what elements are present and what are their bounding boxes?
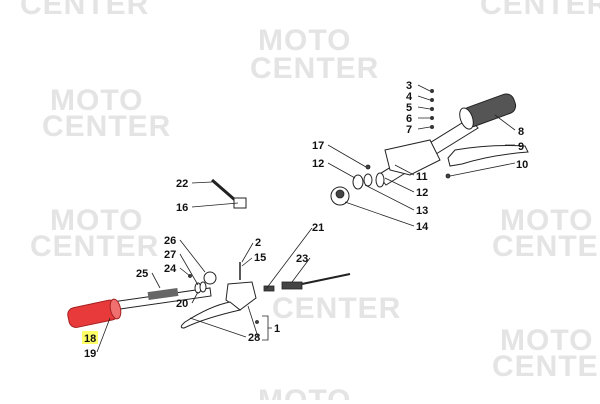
clutch-lever: [180, 301, 242, 329]
part-label-6: 6: [406, 113, 412, 125]
part-labels: 3 4 5 6 7 8 9 10 11 12 13 14 17 12 22 16…: [82, 80, 528, 360]
part-label-7: 7: [406, 124, 412, 136]
part-label-24: 24: [164, 263, 177, 275]
part-label-3: 3: [406, 80, 412, 92]
svg-text:CENTER: CENTER: [272, 292, 401, 325]
switch-housing: [384, 139, 441, 176]
grip-right: [459, 93, 517, 130]
part-label-20: 20: [176, 298, 188, 310]
part-label-12: 12: [312, 158, 324, 170]
part-label-2: 2: [255, 237, 261, 249]
lever-bracket: [225, 281, 257, 311]
svg-text:MOTO: MOTO: [258, 24, 351, 57]
part-label-26: 26: [164, 235, 176, 247]
part-label-28: 28: [248, 332, 260, 344]
part-label-15: 15: [254, 252, 266, 264]
part-label-4: 4: [406, 91, 413, 103]
svg-text:MOTO: MOTO: [500, 324, 593, 357]
selected-part-highlight: [82, 331, 98, 344]
svg-text:CENTER: CENTER: [42, 110, 171, 143]
grip-left-highlighted: [67, 298, 122, 328]
front-brake-lever: [447, 145, 529, 167]
part-label-5: 5: [406, 102, 412, 114]
part-label-18: 18: [84, 333, 96, 345]
svg-text:CENTER: CENTER: [250, 52, 379, 85]
part-label-25: 25: [136, 268, 148, 280]
left-handlebar-assembly: [67, 262, 351, 329]
part-label-22: 22: [176, 178, 188, 190]
part-label-11: 11: [416, 171, 428, 183]
part-label-21: 21: [312, 222, 324, 234]
part-label-17: 17: [312, 140, 324, 152]
part-label-13: 13: [416, 205, 428, 217]
part-label-12: 12: [416, 187, 428, 199]
svg-text:CENTER: CENTER: [480, 0, 600, 21]
svg-text:MOTO: MOTO: [50, 204, 143, 237]
part-label-27: 27: [164, 249, 176, 261]
part-label-23: 23: [296, 253, 308, 265]
svg-text:CENTER: CENTER: [492, 350, 600, 383]
right-handlebar-assembly: [330, 89, 529, 206]
svg-text:MOTO: MOTO: [50, 84, 143, 117]
svg-text:MOTO: MOTO: [500, 204, 593, 237]
svg-text:CENTER: CENTER: [30, 230, 159, 263]
part-label-8: 8: [518, 126, 524, 138]
svg-text:CENTER: CENTER: [20, 0, 149, 21]
svg-text:MOTO: MOTO: [258, 384, 351, 400]
part-label-19: 19: [84, 348, 96, 360]
part-label-16: 16: [176, 202, 188, 214]
svg-text:CENTER: CENTER: [492, 230, 600, 263]
part-label-9: 9: [518, 141, 524, 153]
part-label-1: 1: [274, 323, 280, 335]
leader-lines: [96, 84, 516, 353]
part-label-10: 10: [516, 159, 528, 171]
part-label-14: 14: [416, 221, 429, 233]
